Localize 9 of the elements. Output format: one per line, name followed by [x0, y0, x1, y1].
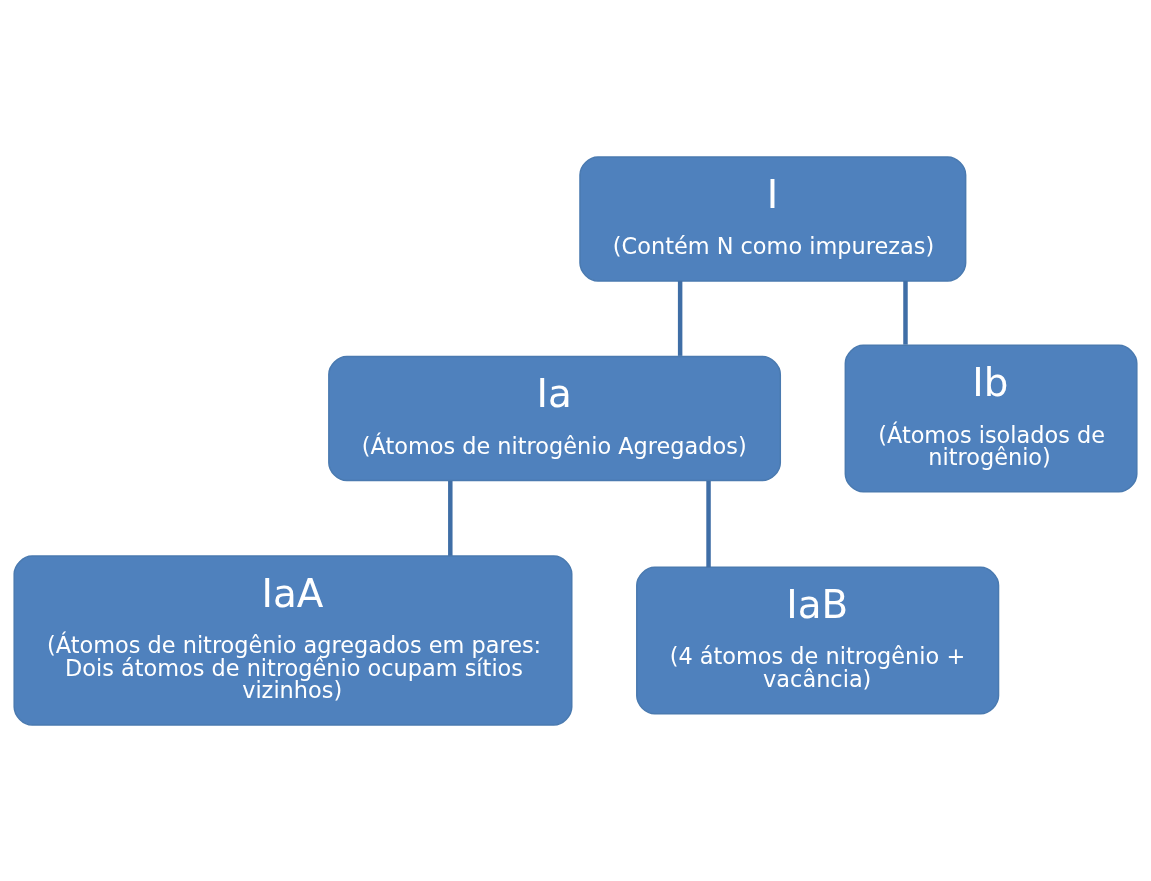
connector	[448, 480, 453, 556]
node-box: I (Contém N como impurezas)	[579, 155, 967, 282]
connector	[706, 480, 711, 567]
connector	[903, 280, 908, 345]
node-box: IaB (4 átomos de nitrogênio + vacância)	[636, 566, 1000, 715]
node-box: Ia (Átomos de nitrogênio Agregados)	[328, 355, 782, 481]
node-box: Ib (Átomos isolados de nitrogênio)	[844, 344, 1138, 493]
connector	[677, 280, 683, 356]
node-box: IaA (Átomos de nitrogênio agregados em pares: Dois átomos de nitrogênio ocupam sítios vizinhos)	[13, 554, 573, 726]
